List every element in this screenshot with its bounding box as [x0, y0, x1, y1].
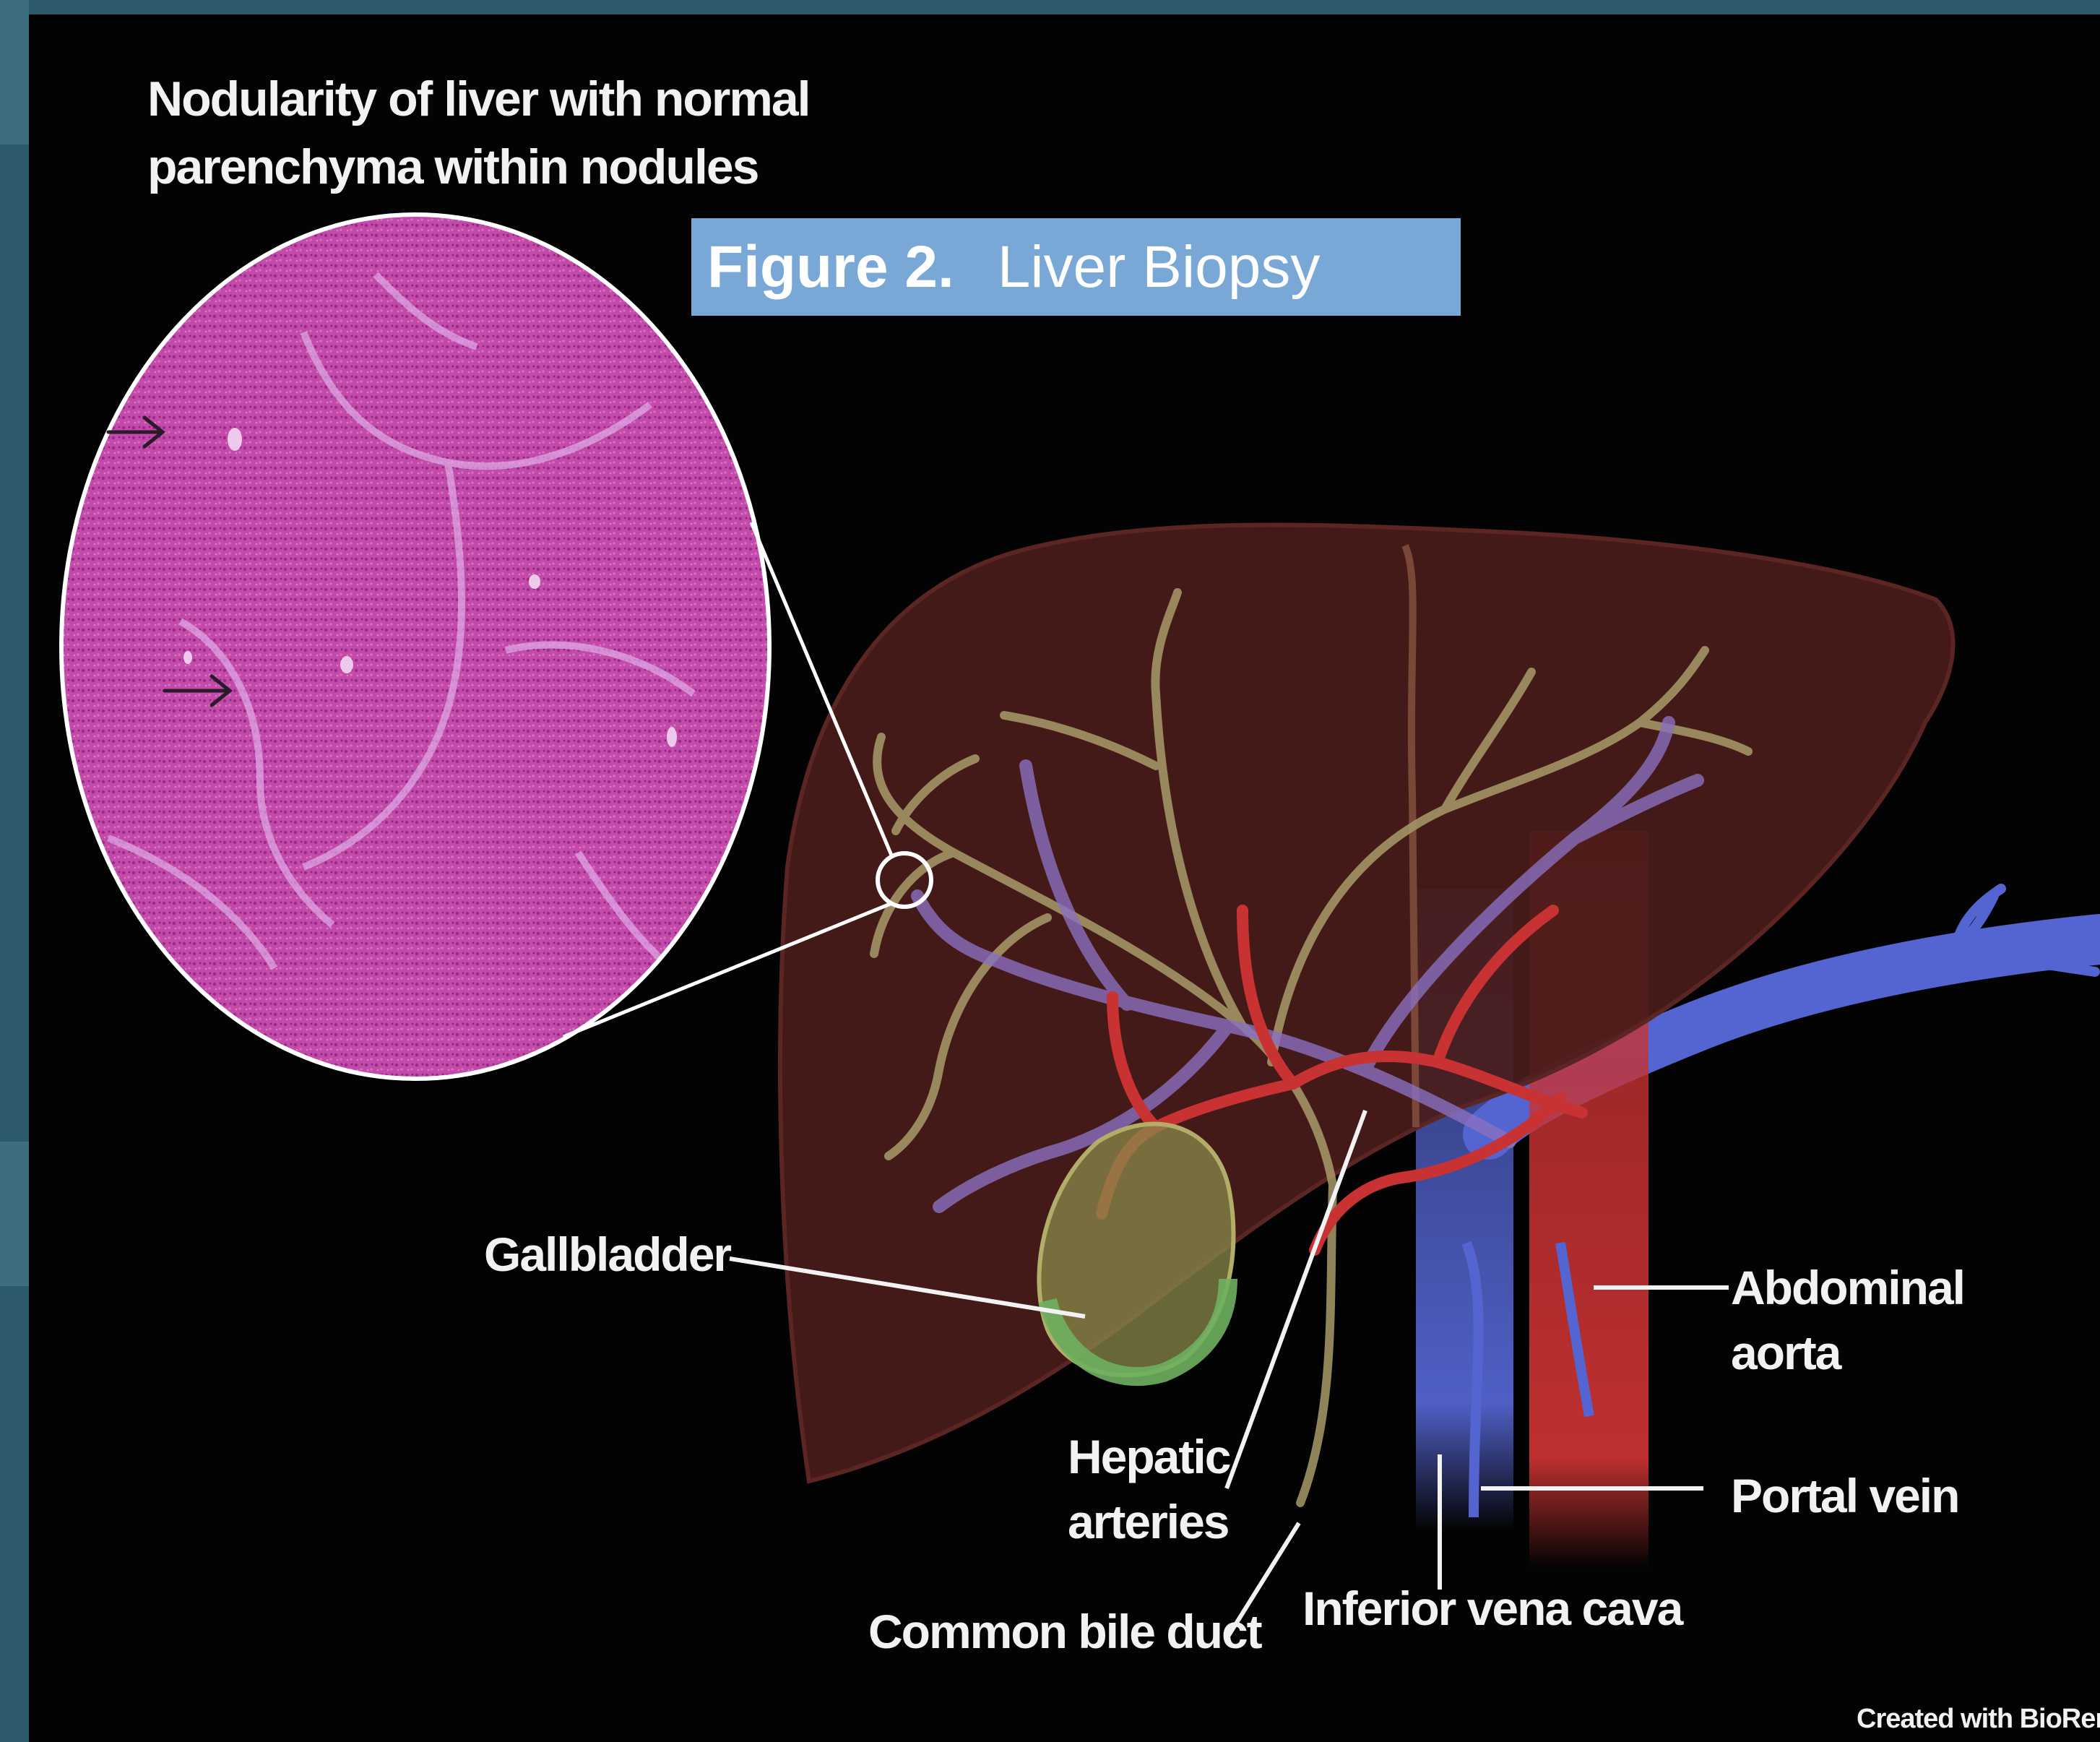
histology-caption-line1: Nodularity of liver with normal — [147, 71, 810, 127]
slide: Figure 2. Liver Biopsy Nodularity of liv… — [29, 14, 2100, 1742]
figure-name: Liver Biopsy — [998, 233, 1321, 301]
figure-title: Figure 2. Liver Biopsy — [691, 218, 1461, 316]
label-hepatic-line1: Hepatic — [1068, 1429, 1230, 1484]
label-gallbladder: Gallbladder — [484, 1227, 730, 1282]
biorender-credit: Created with BioRender.com — [1857, 1704, 2100, 1735]
label-aorta-line1: Abdominal — [1731, 1260, 1964, 1315]
frame-tab-left-top — [0, 0, 29, 145]
frame-tab-left-bottom — [0, 1142, 29, 1286]
figure-number: Figure 2. — [707, 233, 954, 301]
label-common-bile-duct: Common bile duct — [868, 1604, 1261, 1659]
label-portal-vein: Portal vein — [1731, 1468, 1958, 1523]
label-hepatic-line2: arteries — [1068, 1494, 1229, 1549]
label-inferior-vena-cava: Inferior vena cava — [1302, 1581, 1682, 1636]
label-aorta-line2: aorta — [1731, 1325, 1840, 1380]
histology-caption-line2: parenchyma within nodules — [147, 139, 759, 195]
